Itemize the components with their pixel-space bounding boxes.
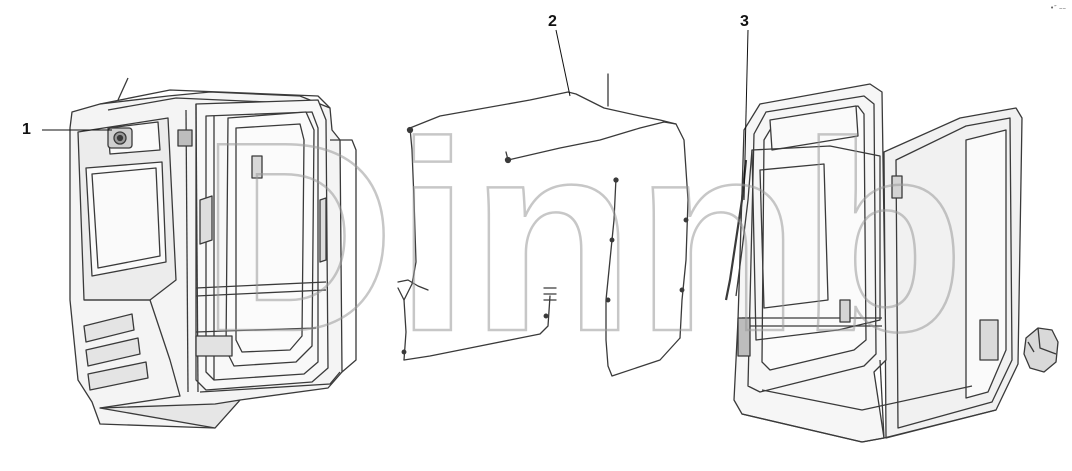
callout-3: 3 <box>740 13 749 30</box>
leader-lines <box>42 29 749 201</box>
cab-right-drawing <box>724 83 1023 443</box>
watermark-text: Dinnb <box>200 87 965 388</box>
callout-2: 2 <box>548 13 557 30</box>
small-part-drawing <box>1023 327 1059 373</box>
wiring-harness-drawing <box>397 73 689 377</box>
watermark: Dinnb <box>199 86 966 390</box>
corner-mark: •″ –– <box>1050 4 1066 12</box>
callout-1: 1 <box>22 121 31 138</box>
cab-left-drawing <box>69 77 357 429</box>
